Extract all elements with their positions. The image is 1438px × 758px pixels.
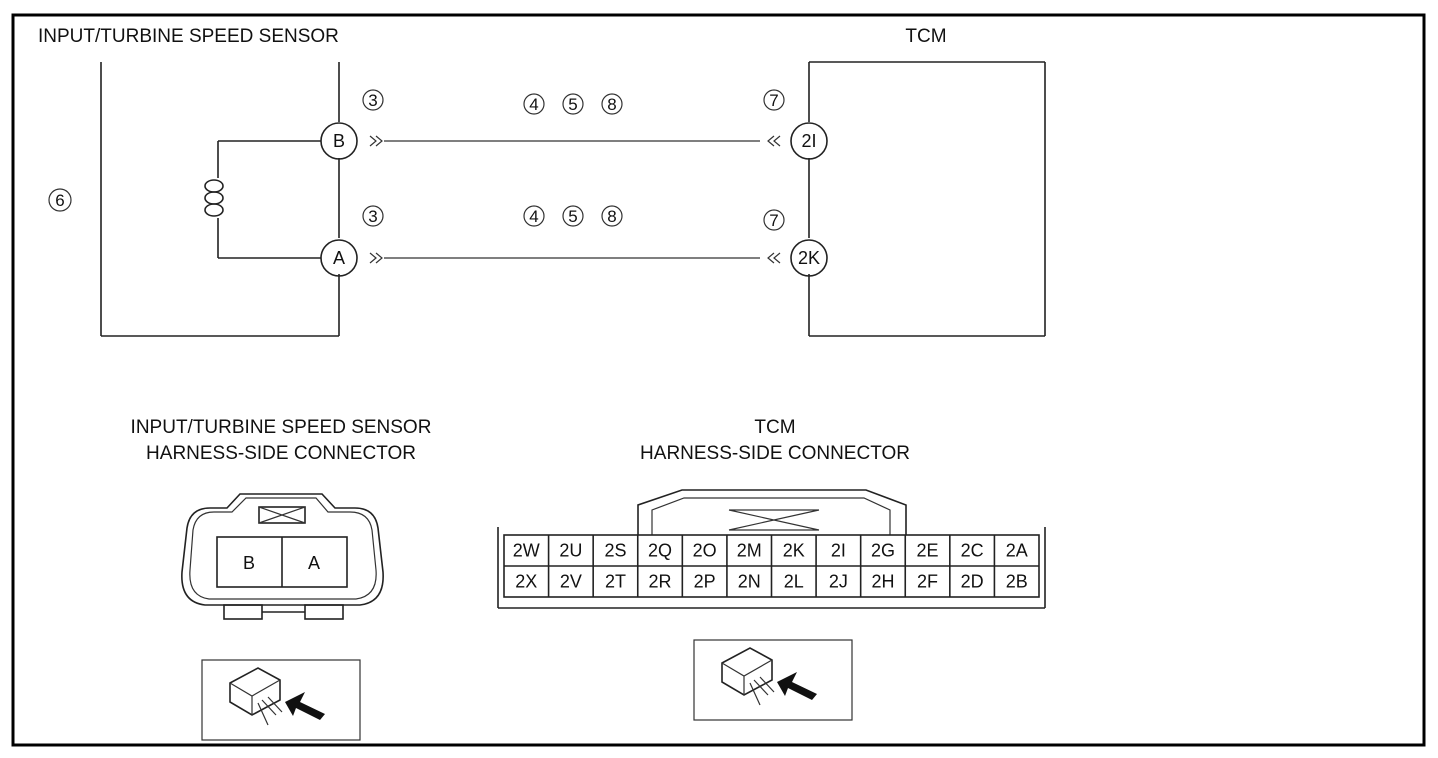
tcm-pin-cell: 2C (961, 541, 984, 561)
tcm-pin-cell: 2V (560, 572, 582, 592)
tcm-pin-cell: 2B (1006, 572, 1028, 592)
svg-text:7: 7 (769, 211, 778, 230)
coil-symbol (204, 140, 321, 259)
tcm-pin-cell: 2H (871, 572, 894, 592)
tcm-pin-cell: 2N (738, 572, 761, 592)
tcm-pin-cell: 2X (515, 572, 537, 592)
tcm-pin-cell: 2A (1006, 541, 1028, 561)
sensor-box (100, 62, 340, 337)
sensor-connector-title-2: HARNESS-SIDE CONNECTOR (146, 443, 416, 464)
tcm-title: TCM (905, 26, 946, 47)
svg-text:5: 5 (568, 95, 577, 114)
tcm-pin-cell: 2I (831, 541, 846, 561)
sensor-pin-a-label: A (333, 248, 345, 268)
tcm-pin-cell: 2M (737, 541, 762, 561)
ref-numbers-a-wire: 3 4 5 8 7 (362, 205, 785, 231)
tcm-pin-cell: 2O (693, 541, 717, 561)
sensor-pin-a (320, 239, 358, 277)
wire-a-2k (369, 252, 781, 264)
tcm-pin-2i-label: 2I (801, 131, 816, 151)
tcm-pin-cell: 2L (784, 572, 804, 592)
diagram-frame (11, 13, 1426, 747)
tcm-pin-cell: 2E (917, 541, 939, 561)
tcm-pin-cell: 2W (513, 541, 540, 561)
svg-text:7: 7 (769, 91, 778, 110)
svg-text:4: 4 (529, 95, 538, 114)
tcm-pin-cell: 2F (917, 572, 938, 592)
sensor-pin-b-label: B (333, 131, 345, 151)
tcm-connector-title-1: TCM (754, 417, 795, 438)
tcm-pin-cell: 2T (605, 572, 626, 592)
sensor-connector-view-icon (201, 659, 361, 741)
tcm-pin-cell: 2J (829, 572, 848, 592)
tcm-pin-cell: 2Q (648, 541, 672, 561)
sensor-pin-b (320, 122, 358, 160)
tcm-pin-cell: 2P (694, 572, 716, 592)
tcm-pin-cell: 2R (649, 572, 672, 592)
tcm-connector-view-icon (693, 639, 853, 721)
tcm-pin-cell: 2D (961, 572, 984, 592)
tcm-pin-cell: 2K (783, 541, 805, 561)
tcm-box (808, 61, 1046, 337)
svg-text:8: 8 (607, 207, 616, 226)
tcm-pin-cell: 2U (559, 541, 582, 561)
tcm-pin-cell: 2G (871, 541, 895, 561)
sensor-connector-pin-a: A (308, 553, 320, 573)
sensor-connector-title-1: INPUT/TURBINE SPEED SENSOR (131, 417, 432, 438)
svg-text:3: 3 (368, 207, 377, 226)
tcm-pin-2k-label: 2K (798, 248, 820, 268)
tcm-connector-title-2: HARNESS-SIDE CONNECTOR (640, 443, 910, 464)
svg-text:5: 5 (568, 207, 577, 226)
coil-ref-number: 6 (55, 191, 64, 210)
sensor-connector (181, 493, 384, 620)
wire-b-2i (369, 135, 781, 147)
tcm-pin-cell: 2S (604, 541, 626, 561)
svg-text:3: 3 (368, 91, 377, 110)
sensor-connector-pin-b: B (243, 553, 255, 573)
coil-ref-circle (48, 188, 72, 212)
svg-text:8: 8 (607, 95, 616, 114)
sensor-title: INPUT/TURBINE SPEED SENSOR (38, 26, 339, 47)
ref-numbers-b-wire: 3 4 5 8 7 (362, 89, 785, 115)
tcm-pin-2k (790, 239, 828, 277)
tcm-pin-2i (790, 122, 828, 160)
svg-text:4: 4 (529, 207, 538, 226)
tcm-connector-cells: 2W 2U 2S 2Q 2O 2M 2K 2I 2G 2E 2C 2A 2X 2V 2T 2R 2P 2N 2L 2J… (513, 535, 1028, 597)
